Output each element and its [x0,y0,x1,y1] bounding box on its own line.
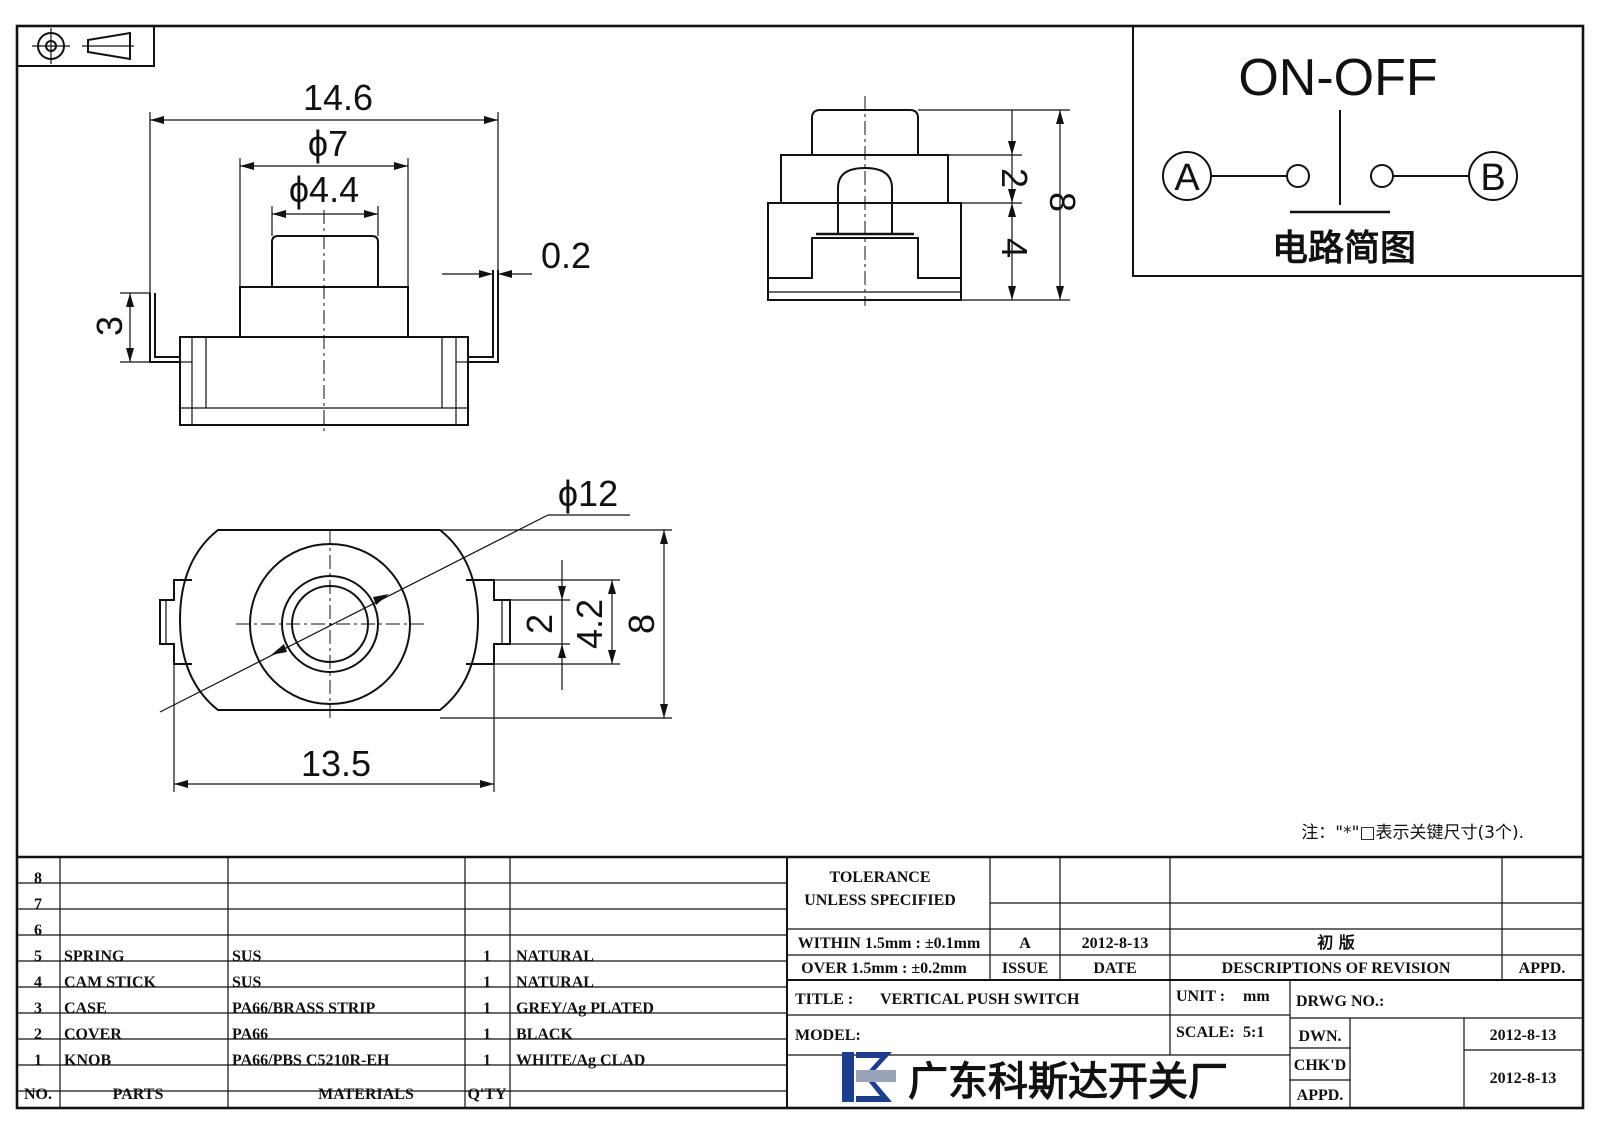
revision-date: 2012-8-13 [1082,935,1149,952]
terminal-a-label: A [1174,157,1200,199]
bom-row-5: 5 SPRING SUS 1 NATURAL [34,948,594,965]
tolerance-line-1: TOLERANCE [829,869,930,886]
bom-material: PA66/BRASS STRIP [232,1000,376,1017]
bom-qty: 1 [483,1026,491,1043]
scale-value: 5:1 [1243,1024,1264,1041]
dim-bottom-height: 8 [621,614,662,634]
bom-finish: NATURAL [516,974,594,991]
title-label: TITLE : [795,991,853,1008]
bom-qty: 1 [483,974,491,991]
bom-row-6: 6 [34,922,42,939]
company-logo-icon [842,1052,896,1102]
circuit-diagram: ON-OFF A B 电路简图 [1132,25,1584,277]
projection-symbol-icon [16,25,155,67]
side-view: 2 4 8 [767,96,1083,306]
bom-row-1: 1 KNOB PA66/PBS C5210R-EH 1 WHITE/Ag CLA… [34,1052,645,1069]
model-label: MODEL: [795,1027,861,1044]
drwg-no-label: DRWG NO.: [1296,993,1384,1010]
bom-no: 1 [34,1052,42,1069]
bom-material: PA66 [232,1026,268,1043]
bom-row-8: 8 [34,870,42,887]
key-dimension-note: 注："*"□表示关键尺寸(3个). [1301,823,1524,843]
bom-no: 2 [34,1026,42,1043]
bom-finish: WHITE/Ag CLAD [516,1052,645,1069]
dwn-label: DWN. [1298,1028,1341,1045]
descriptions-label: DESCRIPTIONS OF REVISION [1222,960,1451,977]
bom-qty: 1 [483,1000,491,1017]
bom-header-no: NO. [24,1086,52,1103]
bom-no: 4 [34,974,42,991]
title-block: 8 7 6 5 SPRING SUS 1 NATURAL 4 CAM STICK… [17,855,1583,1108]
dim-tab-outer: 4.2 [569,599,610,649]
bom-part: SPRING [64,948,125,965]
dim-lead-height: 3 [89,316,130,336]
chkd-label: CHK'D [1294,1057,1346,1074]
date-label: DATE [1093,960,1136,977]
bom-header-qty: Q'TY [467,1086,507,1103]
bom-part: CASE [64,1000,107,1017]
dim-cap-diameter: ϕ7 [308,123,348,164]
bom-qty: 1 [483,948,491,965]
bom-material: SUS [232,948,261,965]
bom-part: COVER [64,1026,122,1043]
dim-bottom-width: 13.5 [301,743,371,784]
bom-no: 8 [34,870,42,887]
bom-row-2: 2 COVER PA66 1 BLACK [34,1026,573,1043]
company-name: 广东科斯达开关厂 [908,1059,1228,1105]
circuit-caption: 电路简图 [1272,228,1416,269]
bom-no: 7 [34,896,42,913]
unit-value: mm [1243,988,1270,1005]
bom-header-parts: PARTS [113,1086,164,1103]
dim-tab-inner: 2 [519,614,560,634]
tolerance-line-4: OVER 1.5mm : ±0.2mm [801,960,967,977]
circuit-title: ON-OFF [1238,49,1437,107]
scale-label: SCALE: [1176,1024,1235,1041]
dim-knob-diameter: ϕ4.4 [289,169,359,210]
chkd-date: 2012-8-13 [1490,1070,1557,1087]
dim-side-total: 8 [1042,192,1083,212]
appd-label: APPD. [1297,1087,1344,1104]
bom-row-7: 7 [34,896,42,913]
bom-part: KNOB [64,1052,111,1069]
bom-no: 5 [34,948,42,965]
bom-qty: 1 [483,1052,491,1069]
bom-no: 6 [34,922,42,939]
bom-material: SUS [232,974,261,991]
dim-side-lower: 4 [994,238,1035,258]
bottom-view: ϕ12 2 4.2 8 13.5 [159,473,672,792]
revision-appd-label: APPD. [1519,960,1566,977]
unit-label: UNIT : [1176,988,1225,1005]
bom-row-3: 3 CASE PA66/BRASS STRIP 1 GREY/Ag PLATED [34,1000,654,1017]
bom-finish: NATURAL [516,948,594,965]
dim-side-upper: 2 [994,168,1035,188]
revision-description: 初 版 [1317,933,1355,952]
drawing-border [15,24,1585,1110]
bom-finish: BLACK [516,1026,573,1043]
dim-width-overall: 14.6 [303,77,373,118]
bom-material: PA66/PBS C5210R-EH [232,1052,390,1069]
dwn-date: 2012-8-13 [1490,1027,1557,1044]
bom-header: NO. PARTS MATERIALS Q'TY [24,1086,507,1103]
drawing-title: VERTICAL PUSH SWITCH [880,991,1080,1008]
revision-issue: A [1019,935,1031,952]
tolerance-line-3: WITHIN 1.5mm : ±0.1mm [798,935,981,952]
bom-part: CAM STICK [64,974,157,991]
issue-label: ISSUE [1002,960,1048,977]
bom-finish: GREY/Ag PLATED [516,1000,654,1017]
bom-row-4: 4 CAM STICK SUS 1 NATURAL [34,974,594,991]
bom-header-materials: MATERIALS [318,1086,414,1103]
bom-no: 3 [34,1000,42,1017]
dim-lead-thickness: 0.2 [541,235,591,276]
terminal-b-label: B [1480,157,1505,199]
dim-body-diameter: ϕ12 [558,473,618,514]
front-view: 14.6 ϕ7 ϕ4.4 0.2 3 [89,77,591,432]
tolerance-line-2: UNLESS SPECIFIED [804,892,956,909]
